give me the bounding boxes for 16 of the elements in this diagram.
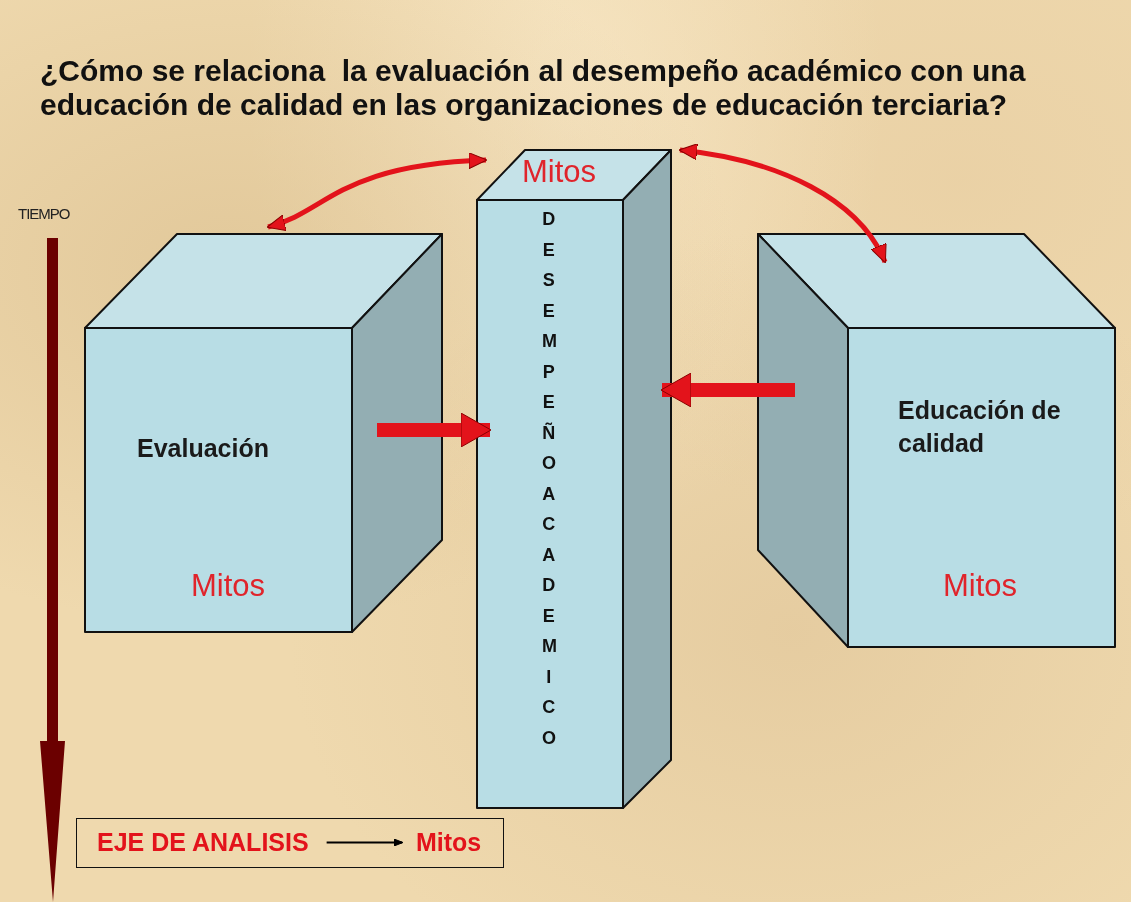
myth-label: Mitos — [191, 568, 266, 604]
box-title: Evaluación — [137, 434, 269, 463]
axis-text: EJE DE ANALISIS — [97, 828, 309, 857]
arrow — [678, 143, 888, 264]
legend-box — [76, 818, 504, 868]
block-arrow — [377, 412, 492, 448]
title: ¿Cómo se relaciona la evaluación al desempeño académico con una educación de calidad en las organizaciones de educación terciaria? — [40, 54, 1027, 122]
box-title: Educación de calidad — [898, 395, 1062, 459]
vertical-label: DESEMPEÑO ACADEMICO — [542, 208, 556, 750]
arrow — [266, 152, 488, 231]
block-arrow — [660, 372, 795, 408]
myth-label: Mitos — [943, 568, 1018, 604]
axis-label: TIEMPO — [18, 205, 70, 222]
myth-label: Mitos — [522, 154, 597, 190]
arrow — [325, 838, 404, 847]
axis-text: Mitos — [416, 828, 482, 857]
